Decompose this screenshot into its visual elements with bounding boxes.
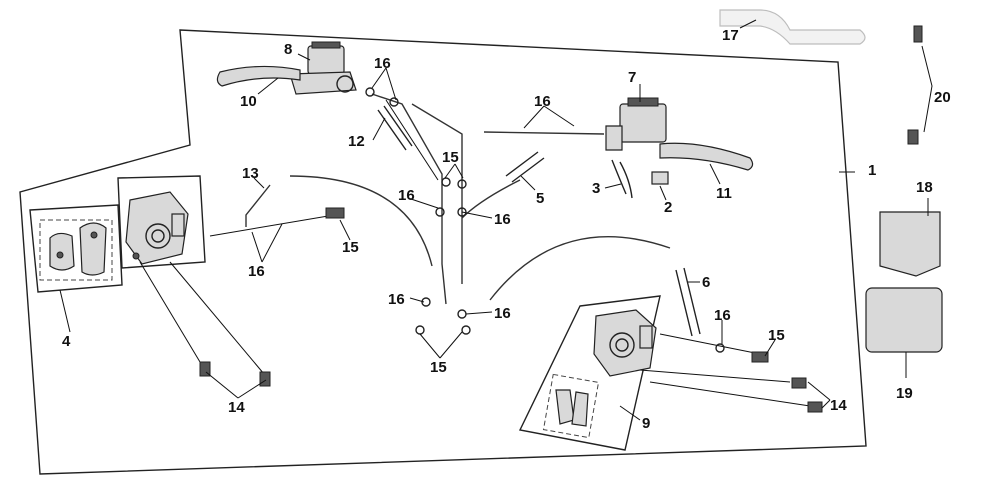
- brake-hoses: [245, 93, 701, 337]
- brake-switch: [611, 159, 669, 199]
- callout-4: 4: [62, 333, 71, 350]
- callout-5: 5: [536, 190, 544, 207]
- callout-8: 8: [284, 41, 292, 58]
- callout-3: 3: [592, 180, 600, 197]
- callout-16a: 16: [374, 55, 391, 72]
- master-cylinder-right: [605, 97, 667, 151]
- callout-18: 18: [916, 179, 933, 196]
- callout-12: 12: [348, 133, 365, 150]
- callout-16e: 16: [248, 263, 265, 280]
- callout-2: 2: [664, 199, 672, 216]
- brake-pads-left: [39, 219, 113, 281]
- caliper-left: [125, 191, 189, 265]
- washers-and-bolts: [199, 25, 923, 413]
- callout-16f: 16: [388, 291, 405, 308]
- assembly-frame: [19, 29, 867, 475]
- callout-13: 13: [242, 165, 259, 182]
- brake-lever-right: [659, 142, 754, 171]
- alignment-lines: [139, 99, 811, 407]
- control-unit-19: [865, 287, 943, 353]
- callout-10: 10: [240, 93, 257, 110]
- callout-16d: 16: [494, 211, 511, 228]
- callout-15c: 15: [430, 359, 447, 376]
- master-cylinder-left: [289, 41, 357, 95]
- callout-11: 11: [716, 185, 732, 202]
- callout-14a: 14: [228, 399, 245, 416]
- callout-17: 17: [722, 27, 739, 44]
- callout-16g: 16: [494, 305, 511, 322]
- callout-1: 1: [868, 162, 876, 179]
- callout-16c: 16: [398, 187, 415, 204]
- brake-lever-left: [216, 65, 301, 87]
- caliper-kit-frame-9: [518, 295, 661, 451]
- callout-15a: 15: [442, 149, 459, 166]
- caliper-kit-frame-4: [29, 204, 123, 293]
- caliper-right: [593, 309, 657, 377]
- callout-16b: 16: [534, 93, 551, 110]
- brake-cable-17: [719, 9, 866, 45]
- brake-pads-right: [542, 373, 600, 439]
- callout-14b: 14: [830, 397, 847, 414]
- callout-15b: 15: [342, 239, 359, 256]
- caliper-frame-4-outer: [117, 175, 206, 269]
- callout-9: 9: [642, 415, 650, 432]
- bracket-18: [879, 211, 941, 277]
- callout-19: 19: [896, 385, 913, 402]
- callout-15d: 15: [768, 327, 785, 344]
- callout-16h: 16: [714, 307, 731, 324]
- label-leaders: [59, 19, 929, 421]
- callout-20: 20: [934, 89, 951, 106]
- callout-6: 6: [702, 274, 710, 291]
- callout-7: 7: [628, 69, 636, 86]
